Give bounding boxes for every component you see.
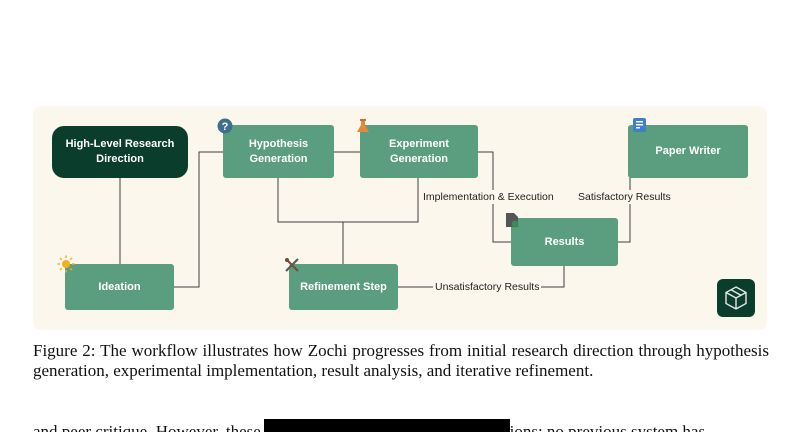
sun-icon — [57, 255, 75, 273]
edge-loop-top — [277, 178, 419, 223]
workflow-diagram: High-Level Research Direction Hypothesis… — [33, 106, 767, 330]
label-unsatisfactory-results: Unsatisfactory Results — [433, 280, 542, 294]
edge-ideation-hypothesis — [173, 151, 223, 288]
file-check-icon — [506, 213, 519, 228]
figure-caption: Figure 2: The workflow illustrates how Z… — [33, 341, 769, 380]
diagram-background — [33, 106, 767, 330]
node-results: Results — [511, 218, 618, 266]
node-paper-writer: Paper Writer — [628, 125, 748, 178]
tools-icon — [285, 258, 299, 272]
node-research-direction: High-Level Research Direction — [52, 126, 188, 178]
label-implementation-execution: Implementation & Execution — [421, 190, 556, 204]
zochi-logo-icon — [717, 279, 755, 317]
node-ideation: Ideation — [65, 264, 174, 310]
redaction-bar — [264, 419, 510, 432]
node-experiment-generation: Experiment Generation — [360, 125, 478, 178]
flask-icon — [357, 119, 369, 132]
svg-text:?: ? — [222, 121, 229, 133]
node-hypothesis-generation: Hypothesis Generation — [223, 125, 334, 178]
question-icon: ? — [217, 118, 233, 134]
node-refinement-step: Refinement Step — [289, 264, 398, 310]
document-edit-icon — [633, 118, 646, 132]
label-satisfactory-results: Satisfactory Results — [576, 190, 673, 204]
